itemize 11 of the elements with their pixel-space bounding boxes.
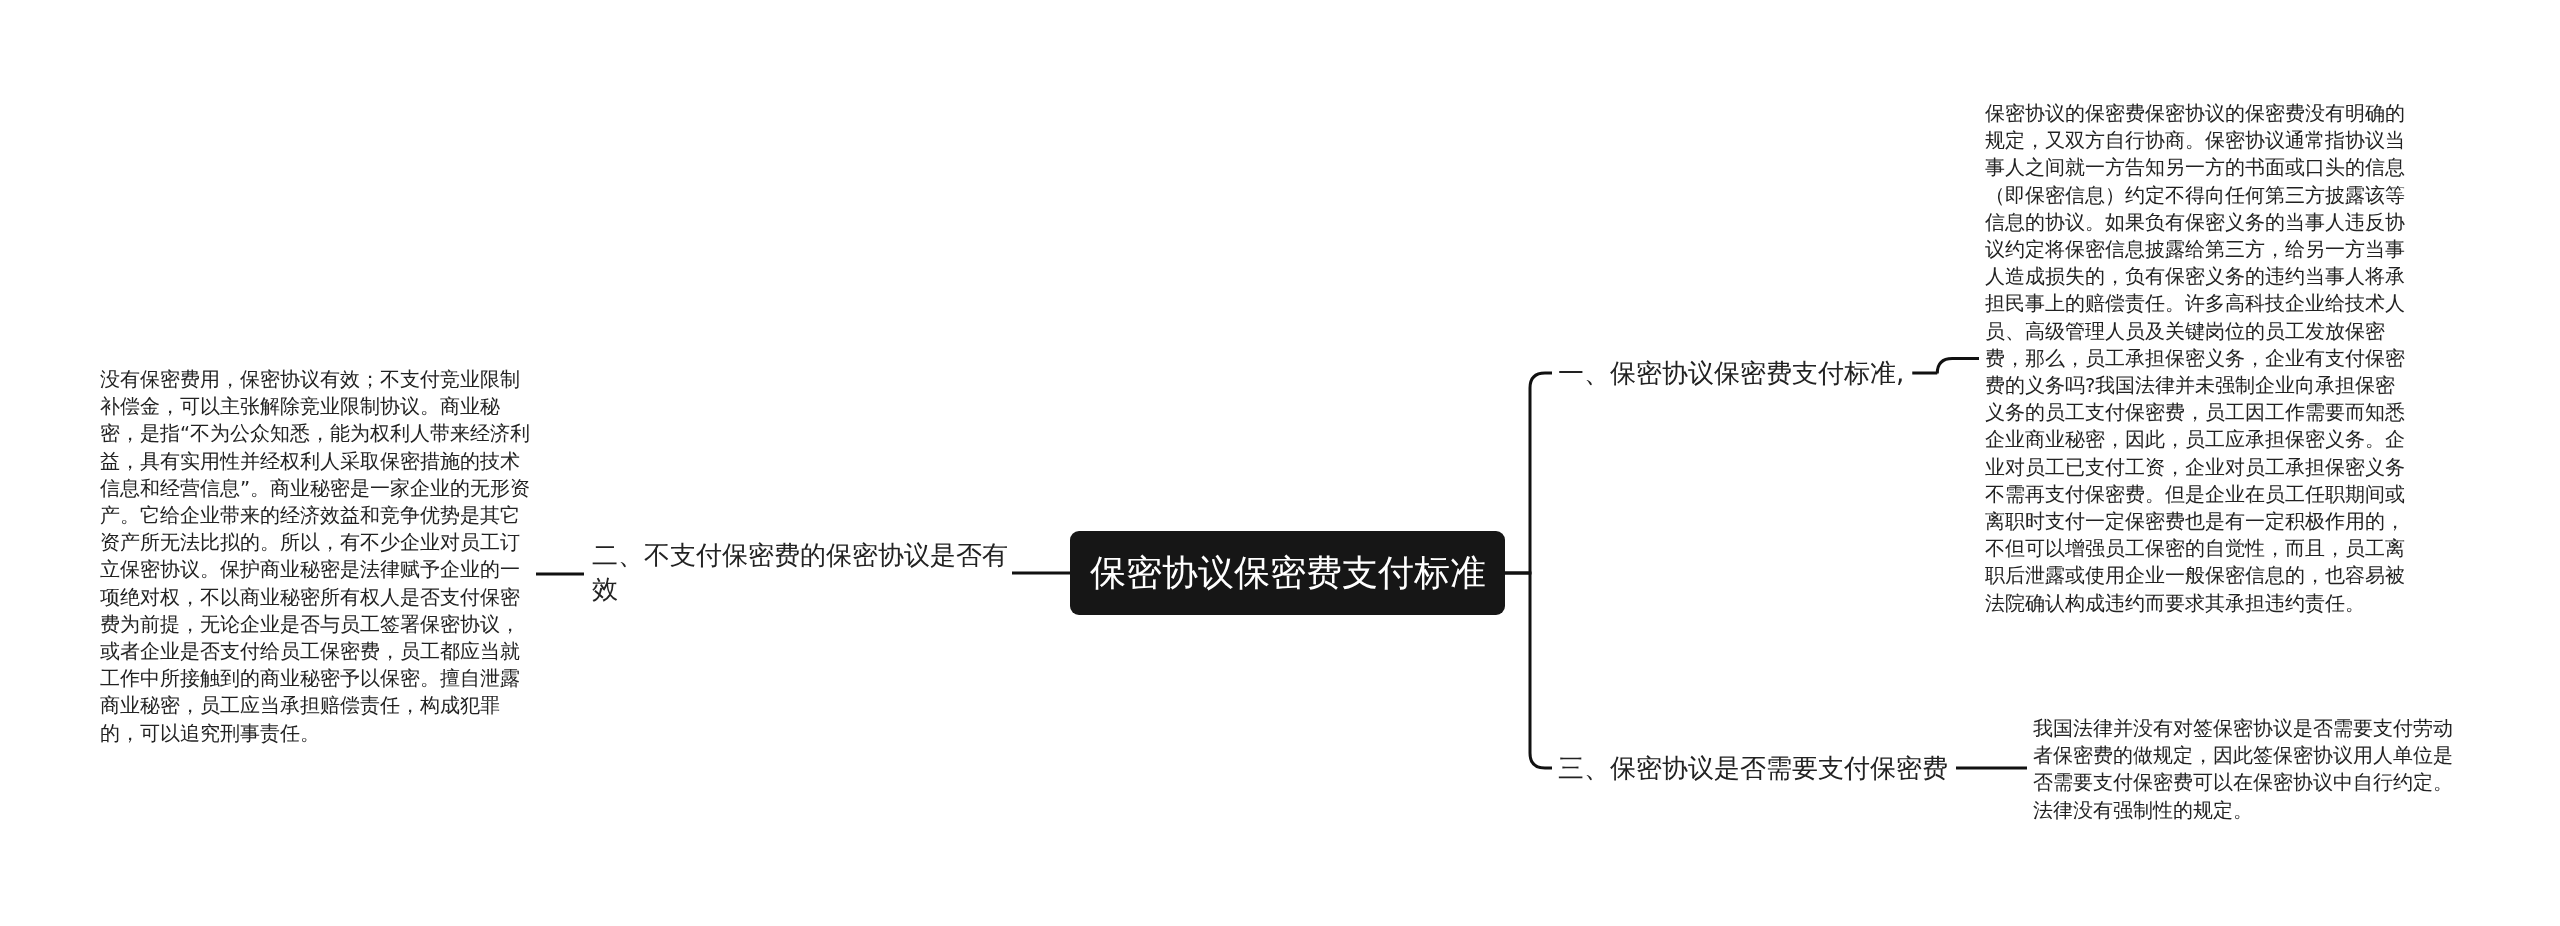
detail-text: 保密协议的保密费保密协议的保密费没有明确的规定，又双方自行协商。保密协议通常指协议当事人之间就一方告知另一方的书面或口头的信息（即保密信息）约定不得向任何第三方披露该等信息的协议。如果负有保密义务的当事人违反协议约定将保密信息披露给第三方，给另一方当事人造成损失的，负有保密义务的违约当事人将承担民事上的赔偿责任。许多高科技企业给技术人员、高级管理人员及关键岗位的员工发放保密费，那么，员工承担保密义务，企业有支付保密费的义务吗?我国法律并未强制企业向承担保密义务的员工支付保密费，员工因工作需要而知悉企业商业秘密，因此，员工应承担保密义务。企业对员工已支付工资，企业对员工承担保密义务不需再支付保密费。但是企业在员工任职期间或离职时支付一定保密费也是有一定积极作用的，不但可以增强员工保密的自觉性，而且，员工离职后泄露或使用企业一般保密信息的，也容易被法院确认构成违约而要求其承担违约责任。: [1985, 100, 2413, 617]
branch-label: 一、保密协议保密费支付标准,: [1558, 356, 1938, 390]
connector-line: [1012, 571, 1070, 575]
detail-text: 我国法律并没有对签保密协议是否需要支付劳动者保密费的做规定，因此签保密协议用人单位是否需要支付保密费可以在保密协议中自行约定。法律没有强制性的规定。: [2033, 715, 2465, 824]
connector-line: [1912, 357, 1979, 375]
detail-text: 没有保密费用，保密协议有效；不支付竞业限制补偿金，可以主张解除竞业限制协议。商业秘密，是指“不为公众知悉，能为权利人带来经济利益，具有实用性并经权利人采取保密措施的技术信息和经营信息”。商业秘密是一家企业的无形资产。它给企业带来的经济效益和竞争优势是其它资产所无法比拟的。所以，有不少企业对员工订立保密协议。保护商业秘密是法律赋予企业的一项绝对权，不以商业秘密所有权人是否支付保密费为前提，无论企业是否与员工签署保密协议，或者企业是否支付给员工保密费，员工都应当就工作中所接触到的商业秘密予以保密。擅自泄露商业秘密，员工应当承担赔偿责任，构成犯罪的，可以追究刑事责任。: [100, 366, 532, 747]
branch-label: 三、保密协议是否需要支付保密费: [1558, 751, 1978, 785]
root-box: 保密协议保密费支付标准: [1070, 531, 1505, 615]
branch-label: 二、不支付保密费的保密协议是否有效: [592, 538, 1012, 606]
connector-line: [536, 572, 584, 576]
connector-line: [1956, 766, 2027, 770]
